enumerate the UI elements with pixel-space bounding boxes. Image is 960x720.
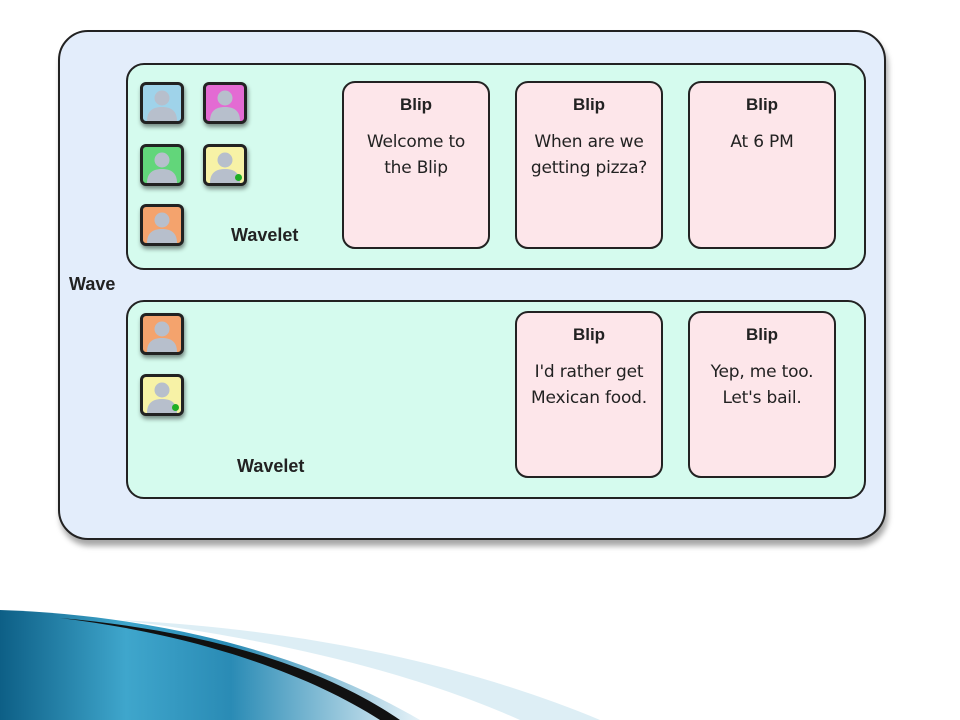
person-silhouette-icon <box>147 90 177 121</box>
participant-avatar-5[interactable] <box>140 204 184 246</box>
person-silhouette-icon <box>147 321 177 352</box>
blip-message: Yep, me too. Let's bail. <box>710 362 814 408</box>
wavelet-label: Wavelet <box>231 225 299 245</box>
blip-message: When are we getting pizza? <box>530 132 648 178</box>
blip-title: Blip <box>745 95 779 114</box>
person-silhouette-icon <box>147 212 177 243</box>
blip-title: Blip <box>745 325 779 344</box>
participant-avatar-2[interactable] <box>203 82 247 124</box>
blip-card-4[interactable]: Blip I'd rather get Mexican food. <box>515 311 663 478</box>
person-silhouette-icon <box>147 152 177 183</box>
blip-card-5[interactable]: Blip Yep, me too. Let's bail. <box>688 311 836 478</box>
decorative-swoosh <box>0 610 600 720</box>
blip-title: Blip <box>399 95 433 114</box>
participant-avatar-7[interactable] <box>140 374 184 416</box>
blip-card-3[interactable]: Blip At 6 PM <box>688 81 836 249</box>
participant-avatar-3[interactable] <box>140 144 184 186</box>
participant-avatar-4[interactable] <box>203 144 247 186</box>
wave-label: Wave <box>69 274 116 294</box>
online-status-icon <box>235 174 242 181</box>
blip-title: Blip <box>572 95 606 114</box>
participant-avatar-1[interactable] <box>140 82 184 124</box>
person-silhouette-icon <box>210 90 240 121</box>
blip-title: Blip <box>572 325 606 344</box>
blip-card-1[interactable]: Blip Welcome to the Blip <box>342 81 490 249</box>
online-status-icon <box>172 404 179 411</box>
blip-message: I'd rather get Mexican food. <box>531 362 647 408</box>
blip-message: At 6 PM <box>730 132 794 152</box>
wavelet-label: Wavelet <box>237 456 305 476</box>
blip-card-2[interactable]: Blip When are we getting pizza? <box>515 81 663 249</box>
person-silhouette-icon <box>210 152 240 183</box>
participant-avatar-6[interactable] <box>140 313 184 355</box>
blip-message: Welcome to the Blip <box>366 132 466 178</box>
person-silhouette-icon <box>147 382 177 413</box>
